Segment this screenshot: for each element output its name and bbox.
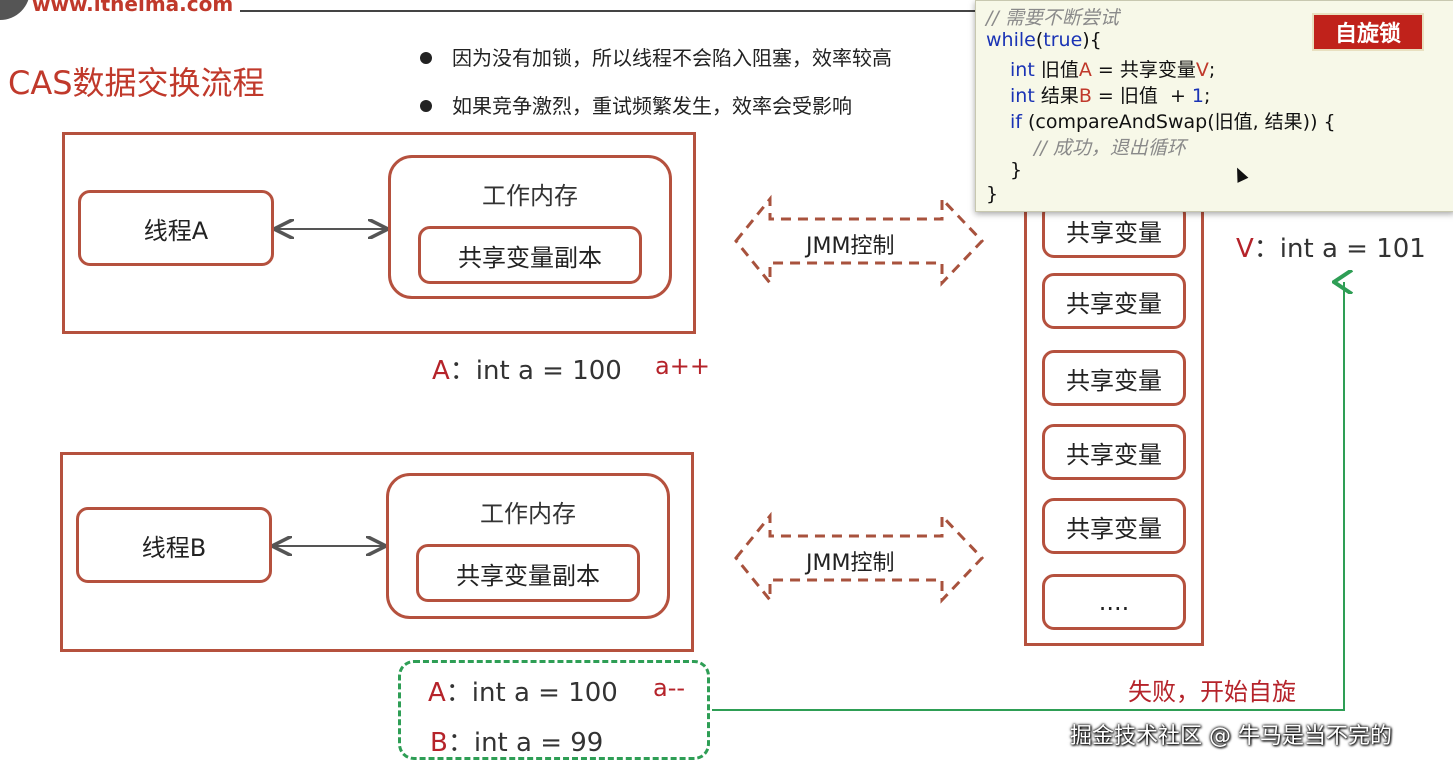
thread-a-shared-copy: 共享变量副本 bbox=[418, 226, 642, 284]
code-line-result: int 结果B = 旧值 + 1; bbox=[1010, 85, 1211, 107]
code-line-if: if (compareAndSwap(旧值, 结果)) { bbox=[1010, 111, 1336, 133]
thread-b-box: 线程B bbox=[76, 507, 272, 583]
working-memory-title: 工作内存 bbox=[482, 182, 578, 210]
shared-variable-box: 共享变量 bbox=[1042, 498, 1186, 554]
bullet-item: 如果竞争激烈，重试频繁发生，效率会受影响 bbox=[420, 90, 852, 119]
shared-variable-box: 共享变量 bbox=[1042, 350, 1186, 406]
thread-a-op: a++ bbox=[655, 352, 710, 380]
spin-lock-code-popup: 自旋锁 // 需要不断尝试 while(true){ int 旧值A = 共享变… bbox=[975, 0, 1453, 212]
code-line-old-value: int 旧值A = 共享变量V; bbox=[1010, 59, 1216, 81]
spin-lock-badge: 自旋锁 bbox=[1312, 13, 1424, 51]
thread-a-box: 线程A bbox=[78, 190, 274, 266]
bullet-dot-icon bbox=[420, 51, 432, 64]
jmm-double-arrow-bottom bbox=[734, 511, 985, 605]
page-title: CAS数据交换流程 bbox=[8, 64, 265, 102]
code-comment-success: // 成功，退出循环 bbox=[1034, 137, 1186, 159]
mouse-cursor-icon bbox=[1231, 165, 1249, 183]
jmm-label-bottom: JMM控制 bbox=[806, 551, 895, 576]
thread-a-value: A：int a = 100 bbox=[432, 356, 622, 386]
retry-a-value: A：int a = 100 bbox=[428, 678, 618, 708]
jmm-label-top: JMM控制 bbox=[806, 234, 895, 259]
bullet-item: 因为没有加锁，所以线程不会陷入阻塞，效率较高 bbox=[420, 42, 892, 71]
spin-retry-arrow bbox=[712, 282, 1344, 711]
shared-variable-box: 共享变量 bbox=[1042, 424, 1186, 480]
header-divider bbox=[240, 10, 980, 12]
site-url: www.itheima.com bbox=[32, 0, 234, 16]
code-line-close-if: } bbox=[1010, 159, 1023, 181]
code-comment: // 需要不断尝试 bbox=[986, 7, 1119, 29]
shared-variable-box: 共享变量 bbox=[1042, 273, 1186, 329]
bullet-dot-icon bbox=[420, 99, 432, 112]
main-memory-value: V：int a = 101 bbox=[1236, 234, 1426, 264]
retry-b-value: B：int a = 99 bbox=[430, 728, 604, 758]
fail-spin-text: 失败，开始自旋 bbox=[1128, 678, 1296, 706]
watermark: 掘金技术社区 @ 牛马是当不完的 bbox=[1070, 724, 1392, 749]
retry-values-box bbox=[398, 660, 710, 760]
retry-op: a-- bbox=[653, 674, 686, 702]
thread-b-shared-copy: 共享变量副本 bbox=[416, 544, 640, 602]
code-line-while: while(true){ bbox=[986, 29, 1102, 51]
code-line-close-while: } bbox=[986, 183, 999, 205]
jmm-double-arrow-top bbox=[734, 194, 985, 288]
working-memory-title: 工作内存 bbox=[480, 500, 576, 528]
shared-variable-ellipsis-box: .... bbox=[1042, 574, 1186, 630]
